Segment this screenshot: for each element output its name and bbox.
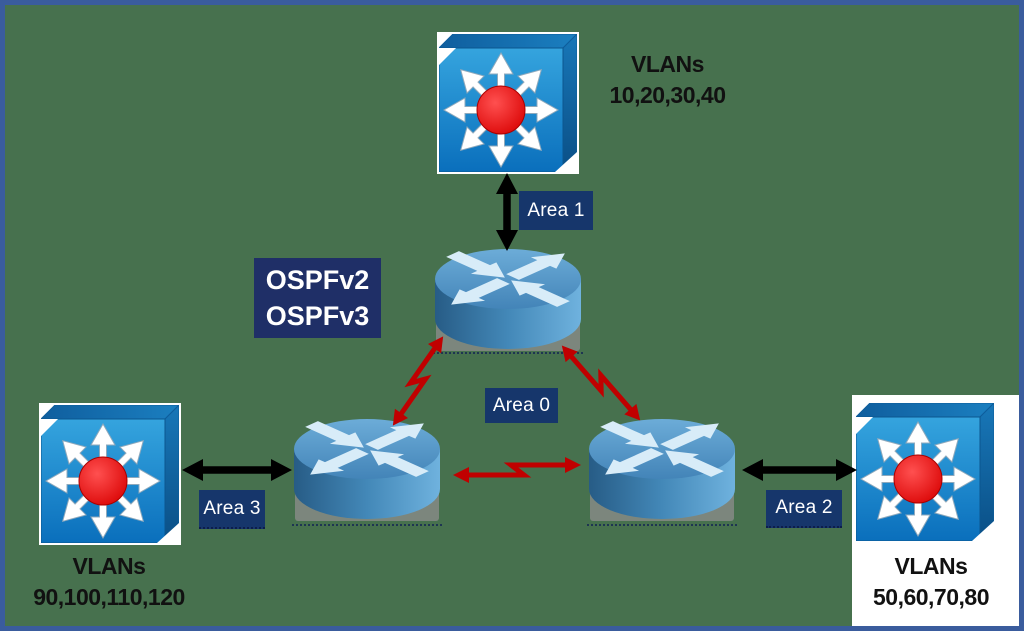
backbone-link-center-left [373,328,462,434]
area2-label-text: Area 2 [775,497,833,518]
dotted-line-artifact [433,352,583,354]
area3-label-text: Area 3 [203,497,261,519]
vlan-ids: 10,20,30,40 [609,82,726,108]
router-icon-right [587,417,737,523]
dotted-line-artifact [292,524,442,526]
vlan-title: VLANs [631,51,704,77]
ospf-protocol-line: OSPFv2 [265,265,370,295]
vlan-title: VLANs [894,553,968,579]
area1-link-arrow [492,172,522,252]
backbone-link-left-right [452,452,582,488]
vlan-caption-top: VLANs 10,20,30,40 [585,49,750,111]
vlan-ids: 50,60,70,80 [872,584,990,610]
multilayer-switch-icon-left [39,403,181,545]
vlan-ids: 90,100,110,120 [33,584,185,610]
area1-label: Area 1 [519,191,593,230]
area1-label-text: Area 1 [527,199,585,221]
area3-link-arrow [181,455,293,485]
dotted-line-artifact [587,524,737,526]
area2-link-arrow [741,455,858,485]
ospf-protocol-box: OSPFv2 OSPFv3 [254,258,381,338]
ospf-protocol-line: OSPFv3 [265,301,370,331]
vlan-title: VLANs [72,553,146,579]
vlan-caption-left: VLANs 90,100,110,120 [18,551,200,613]
backbone-link-center-right [551,330,650,437]
router-icon-center [433,247,583,353]
area0-label: Area 0 [485,388,558,423]
area3-label: Area 3 [199,490,265,529]
multilayer-switch-icon-right [854,401,996,543]
area2-label: Area 2 [766,490,842,528]
router-icon-left [292,417,442,523]
vlan-caption-right: VLANs 50,60,70,80 [846,551,1016,613]
multilayer-switch-icon-top [437,32,579,174]
area0-label-text: Area 0 [492,394,551,416]
